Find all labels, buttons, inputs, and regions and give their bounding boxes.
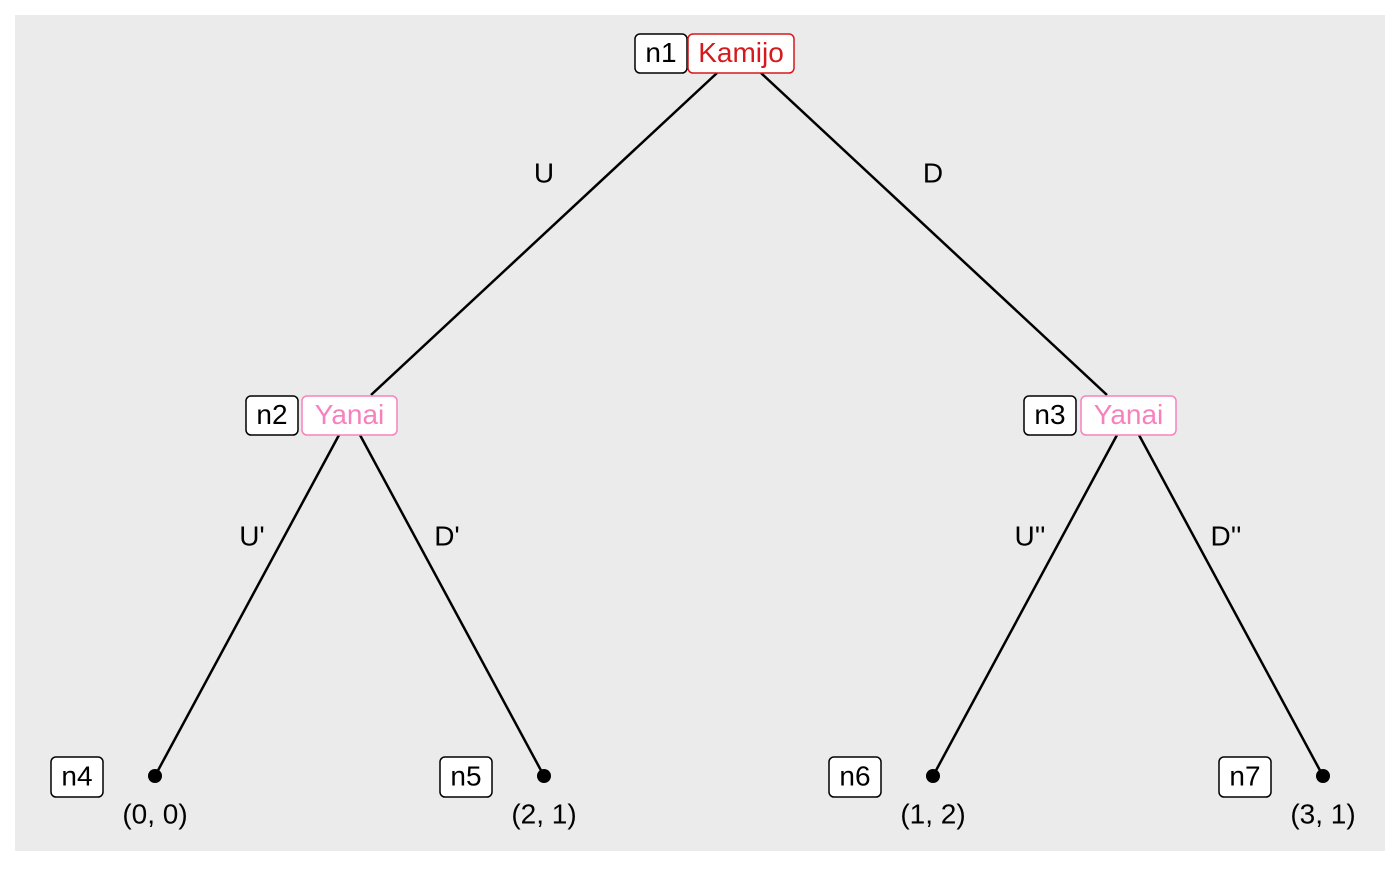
action-label-n1-n2: U [534, 157, 554, 188]
node-id-label: n3 [1034, 399, 1065, 430]
action-label-n3-n7: D'' [1211, 520, 1242, 551]
player-box [1080, 395, 1177, 436]
edge-n3-n6 [931, 434, 1119, 777]
terminal-node-dot [926, 769, 940, 783]
node-id-box [828, 756, 882, 798]
node-id-box [50, 756, 104, 798]
action-label-n1-n3: D [923, 157, 943, 188]
nodes-layer: n4 (0, 0) n5 (2, 1) n6 (1, 2) n7 (3, 1) [50, 756, 1356, 829]
player-box [301, 395, 398, 436]
node-id-box [634, 33, 688, 74]
node-id-box [439, 756, 493, 798]
node-id-label: n7 [1229, 760, 1260, 791]
edges-layer [153, 72, 1325, 777]
player-label: Yanai [315, 399, 385, 430]
edge-n2-n4 [153, 434, 341, 777]
terminal-node-dot [1316, 769, 1330, 783]
player-box [687, 33, 795, 74]
terminal-node-dot [148, 769, 162, 783]
decision-node-n3: n3 Yanai [1023, 395, 1177, 436]
labels-layer: U D U' D' U'' D'' n1 Kamijo n2 Yanai n3 Yanai [239, 33, 1242, 551]
action-label-n2-n4: U' [239, 520, 265, 551]
node-id-label: n1 [645, 37, 676, 68]
edge-n3-n7 [1137, 434, 1325, 777]
node-id-label: n4 [61, 760, 92, 791]
node-id-box [245, 395, 299, 436]
action-label-n2-n5: D' [434, 520, 460, 551]
terminal-node-dot [537, 769, 551, 783]
plot-panel-background [15, 15, 1385, 851]
decision-node-n1: n1 Kamijo [634, 33, 795, 74]
terminal-node-n7: n7 (3, 1) [1218, 756, 1356, 829]
decision-node-n2: n2 Yanai [245, 395, 398, 436]
edge-n1-n3 [760, 72, 1108, 396]
terminal-node-n4: n4 (0, 0) [50, 756, 188, 829]
node-id-box [1218, 756, 1272, 798]
terminal-node-n5: n5 (2, 1) [439, 756, 577, 829]
edge-n1-n2 [370, 72, 718, 396]
action-label-n3-n6: U'' [1015, 520, 1046, 551]
edge-n2-n5 [358, 434, 546, 777]
payoff-label: (3, 1) [1290, 798, 1355, 829]
player-label: Kamijo [698, 37, 784, 68]
payoff-label: (1, 2) [900, 798, 965, 829]
node-id-label: n5 [450, 760, 481, 791]
terminal-node-n6: n6 (1, 2) [828, 756, 966, 829]
node-id-label: n2 [256, 399, 287, 430]
payoff-label: (0, 0) [122, 798, 187, 829]
payoff-label: (2, 1) [511, 798, 576, 829]
player-label: Yanai [1094, 399, 1164, 430]
node-id-box [1023, 395, 1077, 436]
node-id-label: n6 [839, 760, 870, 791]
